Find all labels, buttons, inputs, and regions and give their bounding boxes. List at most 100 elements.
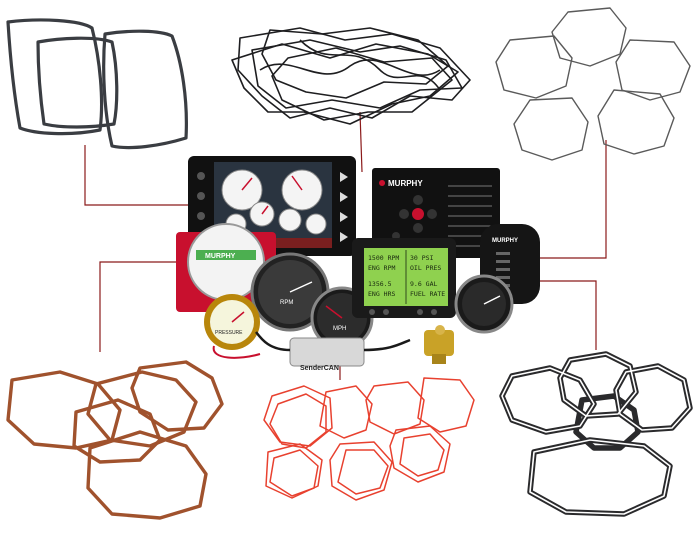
brass-gauge-needle <box>231 311 245 323</box>
gasket-hex-4 <box>513 97 589 161</box>
gasket-group-top-right <box>495 7 691 161</box>
speed-gauge-label: MPH <box>333 326 346 332</box>
sender-body <box>424 330 454 356</box>
lcd-button-4 <box>431 309 437 315</box>
gasket-group-bottom-left <box>6 360 224 520</box>
display-gauge-small-4 <box>305 213 327 235</box>
gasket-brown-3 <box>130 360 224 432</box>
gasket-group-top-center <box>231 27 471 125</box>
sendercan-cable-right <box>363 338 411 352</box>
gasket-brown-5 <box>86 430 208 520</box>
display-arrow-right-2 <box>340 192 348 202</box>
murphy-badge-strip <box>196 250 256 260</box>
rpm-gauge-label: RPM <box>280 300 293 306</box>
nav-right-button <box>427 209 437 219</box>
lcd-row3-right: 9.6 GAL <box>410 280 437 288</box>
lcd-row2-right: OIL PRES <box>410 264 441 272</box>
nav-center-button <box>412 208 424 220</box>
gasket-hex-2 <box>495 35 573 99</box>
lcd-display-module: 1500 RPM 30 PSI ENG RPM OIL PRES 1356.5 … <box>352 238 456 318</box>
display-gauge-small-3 <box>278 208 302 232</box>
brass-gauge-wire <box>212 345 261 359</box>
leader-line-top-center <box>359 111 363 173</box>
sender-thread <box>432 354 446 364</box>
lcd-text: 1500 RPM 30 PSI ENG RPM OIL PRES 1356.5 … <box>368 254 445 298</box>
murphy-logo: MURPHY <box>388 179 423 188</box>
gasket-hex-5 <box>597 89 675 155</box>
led-4 <box>496 276 510 279</box>
display-arrow-right-1 <box>340 172 348 182</box>
lcd-button-3 <box>417 309 423 315</box>
module-badge: MURPHY <box>492 238 518 244</box>
gasket-square-1 <box>6 18 104 136</box>
gasket-red-5 <box>417 377 475 433</box>
arrow-navigation-icon <box>392 195 437 240</box>
gasket-red-11 <box>399 433 445 477</box>
gasket-red-2 <box>269 393 327 449</box>
small-gauge-needle <box>483 295 501 305</box>
gasket-group-bottom-center <box>263 377 475 501</box>
gasket-red-9 <box>337 449 389 495</box>
large-tachometer: RPM <box>250 252 330 332</box>
display-button-3 <box>197 212 205 220</box>
display-button-2 <box>197 192 205 200</box>
gasket-red-10 <box>389 425 451 483</box>
lcd-row1-right: 30 PSI <box>410 254 434 262</box>
murphy-logo-icon <box>379 180 386 186</box>
gasket-square-3 <box>102 29 188 150</box>
lcd-row1-left: 1500 RPM <box>368 254 399 262</box>
gasket-red-4 <box>365 381 425 435</box>
speedometer-needle <box>325 305 343 319</box>
display-side-buttons <box>197 172 348 242</box>
gasket-tangle-6 <box>299 39 441 91</box>
brass-sender <box>424 325 454 364</box>
gasket-black-5-inner <box>529 439 671 515</box>
sendercan-cable-left <box>255 331 291 352</box>
gasket-black-3-inner <box>615 365 691 431</box>
gasket-black-2-inner <box>559 353 637 417</box>
needle-2 <box>291 175 303 191</box>
gasket-red-7 <box>269 449 319 497</box>
needle-3 <box>261 205 269 215</box>
nav-up-button <box>413 195 423 205</box>
nav-down-button <box>413 223 423 233</box>
gasket-black-1-inner <box>501 367 595 433</box>
display-arrow-right-3 <box>340 212 348 222</box>
nav-left-button <box>399 209 409 219</box>
leader-line-top-right <box>528 140 607 259</box>
gasket-group-bottom-right-inner <box>501 353 691 515</box>
leader-line-top-left <box>84 145 225 206</box>
gasket-tangle-1 <box>237 27 471 119</box>
lcd-row4-left: ENG HRS <box>368 290 395 298</box>
needle-1 <box>241 177 253 191</box>
leader-line-mid-left <box>99 261 212 352</box>
sendercan-body <box>289 337 365 367</box>
sender-terminal <box>435 325 445 335</box>
small-round-gauge-right <box>454 274 514 334</box>
gasket-tangle-7 <box>259 59 441 76</box>
gasket-hex-3 <box>615 39 691 101</box>
gasket-brown-2 <box>86 370 198 448</box>
lcd-row2-left: ENG RPM <box>368 264 395 272</box>
gasket-brown-4 <box>72 398 162 464</box>
pressure-gauge-label: PRESSURE <box>215 330 243 336</box>
led-1 <box>496 252 510 255</box>
lcd-row4-right: FUEL RATE <box>410 290 445 298</box>
gasket-red-3 <box>319 385 373 439</box>
gasket-tangle-5 <box>271 47 453 121</box>
display-button-1 <box>197 172 205 180</box>
led-3 <box>496 268 510 271</box>
gasket-hex-1 <box>551 7 627 67</box>
display-arrow-right-4 <box>340 232 348 242</box>
gasket-red-6 <box>265 443 323 499</box>
lcd-button-2 <box>383 309 389 315</box>
tachometer-needle <box>289 281 313 293</box>
murphy-badge: MURPHY <box>205 253 236 260</box>
gasket-group-top-left <box>6 18 188 150</box>
sendercan-label: SenderCAN <box>300 365 339 372</box>
gasket-tangle-4 <box>261 27 449 99</box>
gasket-square-2 <box>36 36 119 129</box>
led-2 <box>496 260 510 263</box>
display-gauge-needles <box>241 175 303 215</box>
